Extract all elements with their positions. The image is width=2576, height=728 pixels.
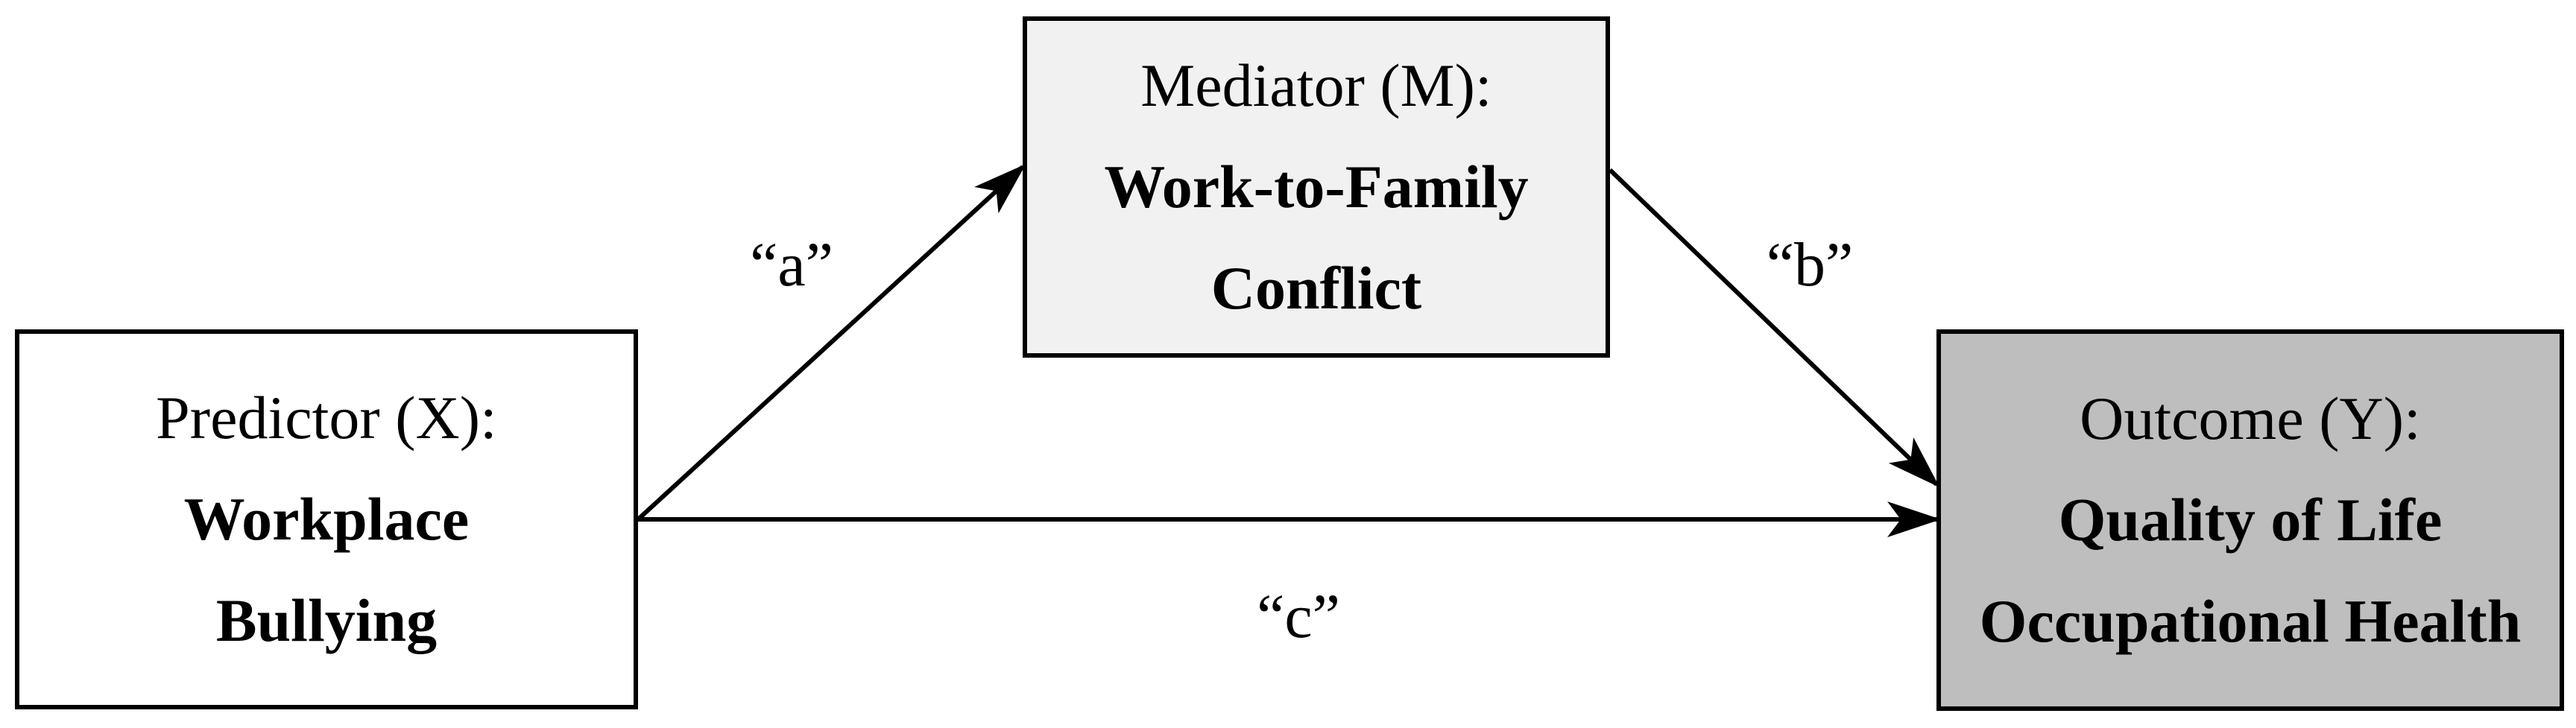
path-c-label: “c” (1257, 582, 1340, 651)
path-a-label: “a” (750, 230, 833, 300)
path-a-arrow (636, 163, 1026, 522)
outcome-construct-line-2: Occupational Health (1979, 587, 2522, 655)
outcome-box: Outcome (Y): Quality of Life Occupationa… (1936, 329, 2564, 711)
predictor-construct-line-1: Workplace (183, 485, 470, 553)
mediator-box: Mediator (M): Work-to-Family Conflict (1023, 16, 1610, 358)
predictor-construct-line-2: Bullying (215, 586, 438, 654)
predictor-role: Predictor (X): (156, 384, 497, 452)
predictor-box: Predictor (X): Workplace Bullying (15, 329, 638, 709)
outcome-role: Outcome (Y): (2080, 384, 2421, 452)
mediator-construct-line-1: Work-to-Family (1104, 153, 1529, 221)
mediator-construct-line-2: Conflict (1210, 254, 1422, 322)
path-b-arrow (1608, 168, 1940, 488)
outcome-construct-line-1: Quality of Life (2058, 486, 2443, 554)
mediator-role: Mediator (M): (1140, 51, 1492, 119)
path-b-label: “b” (1766, 230, 1854, 300)
